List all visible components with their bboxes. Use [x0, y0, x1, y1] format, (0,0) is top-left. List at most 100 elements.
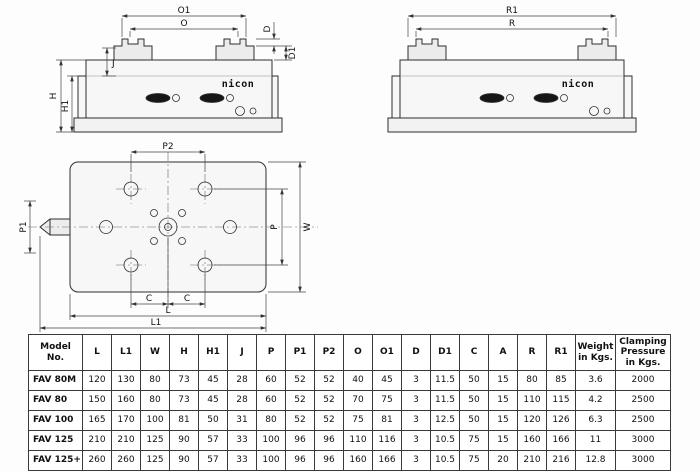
- bolt-hole-1: [150, 209, 158, 217]
- column-header: P: [256, 333, 286, 372]
- dim-label-p1: P1: [19, 221, 29, 232]
- value-cell: 210: [82, 430, 112, 452]
- column-header: P2: [314, 333, 344, 372]
- value-cell: 4.2: [575, 390, 616, 412]
- side-view-drawing: nicon R1 R: [387, 6, 637, 133]
- column-header: Clamping Pressure in Kgs.: [615, 333, 671, 372]
- value-cell: 15: [488, 410, 518, 432]
- value-cell: 80: [140, 370, 170, 392]
- value-cell: 3.6: [575, 370, 616, 392]
- dim-label-c-left: C: [146, 294, 152, 304]
- value-cell: 110: [517, 390, 547, 412]
- value-cell: 81: [372, 410, 402, 432]
- value-cell: 75: [372, 390, 402, 412]
- dim-label-j: J: [111, 59, 115, 69]
- value-cell: 80: [256, 410, 286, 432]
- column-header: D: [401, 333, 431, 372]
- dim-label-w: W: [303, 222, 313, 231]
- value-cell: 160: [111, 390, 141, 412]
- dim-label-h1: H1: [61, 100, 71, 113]
- center-bore: [158, 217, 178, 237]
- dim-label-l1: L1: [151, 318, 162, 328]
- dim-label-d: D: [263, 25, 273, 32]
- model-cell: FAV 80: [28, 390, 83, 412]
- side-view-body: [387, 38, 637, 133]
- dim-label-d1: D1: [288, 47, 298, 60]
- side-hole-left: [99, 220, 113, 234]
- value-cell: 260: [82, 450, 112, 472]
- value-cell: 3: [401, 370, 431, 392]
- value-cell: 11.5: [430, 390, 460, 412]
- value-cell: 12.8: [575, 450, 616, 472]
- mount-hole-bottom-left: [123, 257, 139, 273]
- value-cell: 75: [459, 450, 489, 472]
- value-cell: 15: [488, 370, 518, 392]
- column-header: Model No.: [28, 333, 83, 372]
- value-cell: 96: [285, 430, 315, 452]
- value-cell: 2500: [615, 390, 671, 412]
- value-cell: 96: [314, 430, 344, 452]
- dim-label-r1: R1: [506, 6, 518, 16]
- value-cell: 50: [198, 410, 228, 432]
- model-cell: FAV 125: [28, 430, 83, 452]
- value-cell: 11.5: [430, 370, 460, 392]
- value-cell: 2500: [615, 410, 671, 432]
- side-view-dimensions: [407, 14, 617, 37]
- value-cell: 6.3: [575, 410, 616, 432]
- column-header: P1: [285, 333, 315, 372]
- dim-label-h: H: [49, 93, 59, 100]
- front-view-body: [73, 38, 283, 133]
- value-cell: 75: [343, 410, 373, 432]
- column-header: L: [82, 333, 112, 372]
- column-header: H: [169, 333, 199, 372]
- value-cell: 3000: [615, 430, 671, 452]
- mount-hole-bottom-right: [197, 257, 213, 273]
- bolt-hole-3: [150, 237, 158, 245]
- dim-label-p2: P2: [162, 142, 173, 152]
- column-header: O: [343, 333, 373, 372]
- value-cell: 3000: [615, 450, 671, 472]
- value-cell: 28: [227, 390, 257, 412]
- value-cell: 45: [198, 390, 228, 412]
- slot-hole-left: [506, 94, 514, 102]
- dim-label-o: O: [180, 19, 187, 29]
- value-cell: 15: [488, 430, 518, 452]
- value-cell: 126: [546, 410, 576, 432]
- value-cell: 33: [227, 450, 257, 472]
- column-header: A: [488, 333, 518, 372]
- mount-hole-top-right: [197, 181, 213, 197]
- value-cell: 80: [517, 370, 547, 392]
- value-cell: 115: [546, 390, 576, 412]
- dim-label-o1: O1: [178, 6, 191, 16]
- value-cell: 110: [343, 430, 373, 452]
- value-cell: 3: [401, 430, 431, 452]
- value-cell: 260: [111, 450, 141, 472]
- value-cell: 100: [256, 450, 286, 472]
- value-cell: 216: [546, 450, 576, 472]
- value-cell: 33: [227, 430, 257, 452]
- column-header: H1: [198, 333, 228, 372]
- column-header: J: [227, 333, 257, 372]
- value-cell: 52: [314, 370, 344, 392]
- lead-screw-end: [39, 218, 71, 236]
- value-cell: 160: [343, 450, 373, 472]
- handle-slot-left: [145, 93, 171, 103]
- top-view-dimensions: [24, 150, 306, 332]
- base-hole-1: [589, 106, 599, 116]
- value-cell: 50: [459, 390, 489, 412]
- value-cell: 100: [140, 410, 170, 432]
- dim-label-r: R: [509, 19, 515, 29]
- value-cell: 52: [285, 390, 315, 412]
- dim-label-p: P: [270, 224, 280, 230]
- value-cell: 165: [82, 410, 112, 432]
- value-cell: 60: [256, 370, 286, 392]
- handle-slot-right: [533, 93, 559, 103]
- value-cell: 52: [285, 370, 315, 392]
- base-hole-1: [235, 106, 245, 116]
- value-cell: 170: [111, 410, 141, 432]
- model-cell: FAV 100: [28, 410, 83, 432]
- value-cell: 3: [401, 450, 431, 472]
